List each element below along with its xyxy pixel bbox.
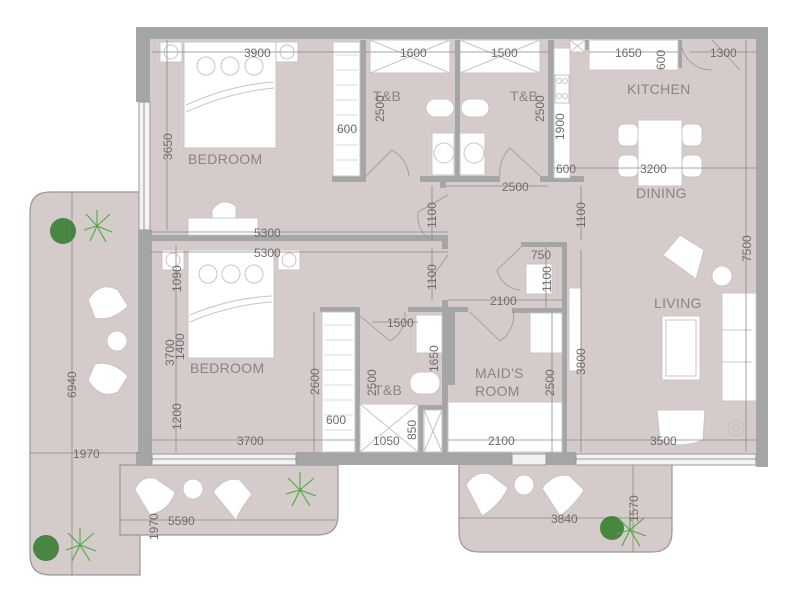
dim-tb1-width: 1600 bbox=[400, 46, 427, 60]
dim-bed1-wardrobe: 600 bbox=[337, 122, 357, 136]
dim-bed2-wardrobe-len: 2600 bbox=[308, 368, 322, 395]
balcony-bottom-seating bbox=[134, 477, 253, 521]
dim-kitchen-side: 1900 bbox=[553, 113, 567, 140]
dim-tb3-width: 1500 bbox=[387, 316, 414, 330]
basin bbox=[415, 314, 443, 354]
dim-balcony-right-depth: 1570 bbox=[627, 495, 641, 522]
dim-living-wall: 3800 bbox=[574, 348, 588, 375]
plant-icon bbox=[33, 528, 97, 562]
dim-bed2-width: 3700 bbox=[237, 434, 264, 448]
dim-maid-corridor: 2100 bbox=[490, 294, 517, 308]
dim-living-width: 3500 bbox=[650, 434, 677, 448]
bed-bedroom-2 bbox=[187, 249, 275, 359]
dim-tb3-shower-d: 850 bbox=[405, 420, 419, 440]
sofa bbox=[721, 292, 757, 402]
plant-icon bbox=[285, 472, 317, 507]
room-label-living: LIVING bbox=[654, 295, 702, 311]
desk-chair bbox=[211, 201, 237, 219]
kitchen-counter-side bbox=[553, 47, 571, 179]
dim-balcony-bottom-depth: 1970 bbox=[147, 513, 161, 540]
dim-maid-depth: 2500 bbox=[543, 369, 557, 396]
dim-bedrooms-span-top: 5300 bbox=[254, 226, 281, 240]
armchair bbox=[662, 234, 705, 280]
cooktop bbox=[554, 74, 570, 104]
dim-bed2-depth-total: 3700 bbox=[163, 339, 177, 366]
wc bbox=[460, 98, 490, 118]
dim-corridor-depth-left: 1100 bbox=[425, 202, 439, 228]
dimension-labels: 3900 1600 1500 1650 1300 3200 600 600 25… bbox=[65, 46, 754, 540]
room-label-tb-1: T&B bbox=[373, 88, 401, 104]
dimension-lines bbox=[30, 40, 756, 575]
plant-icon bbox=[600, 512, 647, 547]
room-label-tb-2: T&B bbox=[510, 88, 538, 104]
store-appliance bbox=[525, 263, 553, 295]
side-table bbox=[711, 265, 733, 287]
wardrobe-bedroom-1 bbox=[332, 41, 361, 177]
dim-bed2-foot: 1200 bbox=[170, 403, 184, 430]
balcony-right-seating bbox=[465, 472, 585, 517]
dim-tb3-wc: 1650 bbox=[427, 345, 441, 372]
room-label-kitchen: KITCHEN bbox=[627, 81, 691, 97]
dim-store-depth: 1100 bbox=[540, 266, 554, 292]
windows bbox=[138, 101, 757, 466]
desk bbox=[187, 217, 259, 236]
coffee-table bbox=[661, 315, 701, 381]
room-label-maids-room-2: ROOM bbox=[475, 383, 520, 399]
dim-tb2-width: 1500 bbox=[491, 46, 518, 60]
wc bbox=[425, 98, 455, 118]
dim-kitchen-width: 1650 bbox=[615, 46, 642, 60]
dim-bedrooms-span-bottom: 5300 bbox=[254, 246, 281, 260]
dim-kitchen-counter: 600 bbox=[654, 50, 668, 70]
dim-dining-width: 3200 bbox=[640, 162, 667, 176]
room-label-bedroom-2: BEDROOM bbox=[190, 360, 264, 376]
dim-tb2-depth: 2500 bbox=[533, 95, 547, 122]
room-label-tb-3: T&B bbox=[374, 382, 402, 398]
dim-bed2-headboard: 1090 bbox=[170, 265, 184, 292]
basin bbox=[431, 132, 455, 176]
dim-bed2-wardrobe: 600 bbox=[326, 413, 346, 427]
dim-tb3-shower-w: 1050 bbox=[373, 434, 400, 448]
dim-balcony-bottom-width: 5590 bbox=[168, 514, 195, 528]
doors bbox=[359, 39, 741, 342]
walls bbox=[136, 27, 768, 467]
maid-wardrobe bbox=[529, 312, 563, 354]
plant-icon bbox=[50, 210, 113, 244]
wardrobe-bedroom-2 bbox=[321, 311, 356, 453]
dim-maid-width: 2100 bbox=[488, 434, 515, 448]
dim-bed1-depth: 3650 bbox=[161, 133, 175, 160]
dim-store-width: 750 bbox=[531, 248, 551, 262]
dim-balcony-left-depth: 6940 bbox=[65, 371, 79, 398]
dim-living-depth: 7500 bbox=[740, 235, 754, 262]
dim-corridor-depth-right: 1100 bbox=[574, 202, 588, 228]
balcony-left-seating bbox=[87, 286, 129, 395]
kitchen-counter-top bbox=[588, 39, 679, 71]
wc bbox=[409, 371, 441, 395]
room-label-bedroom-1: BEDROOM bbox=[188, 151, 262, 167]
maid-bed bbox=[447, 401, 563, 453]
dim-kitchen-side-counter: 600 bbox=[556, 162, 576, 176]
dim-corridor-width: 2500 bbox=[502, 180, 529, 194]
dim-entry-width: 1300 bbox=[710, 46, 737, 60]
dim-bed2-bed: 1400 bbox=[173, 333, 187, 360]
dim-bed1-width: 3900 bbox=[244, 46, 271, 60]
dim-tb1-depth: 2500 bbox=[373, 95, 387, 122]
room-label-maids-room: MAID'S bbox=[475, 365, 524, 381]
dim-balcony-right-width: 3840 bbox=[551, 512, 578, 526]
dim-tb3-depth: 2500 bbox=[365, 369, 379, 396]
bed-bedroom-1 bbox=[183, 41, 277, 149]
dim-hall-door: 1100 bbox=[425, 264, 439, 290]
plant-living bbox=[727, 419, 745, 437]
dim-balcony-left-width: 1970 bbox=[73, 447, 100, 461]
room-label-dining: DINING bbox=[636, 185, 687, 201]
dining-table bbox=[617, 119, 703, 187]
